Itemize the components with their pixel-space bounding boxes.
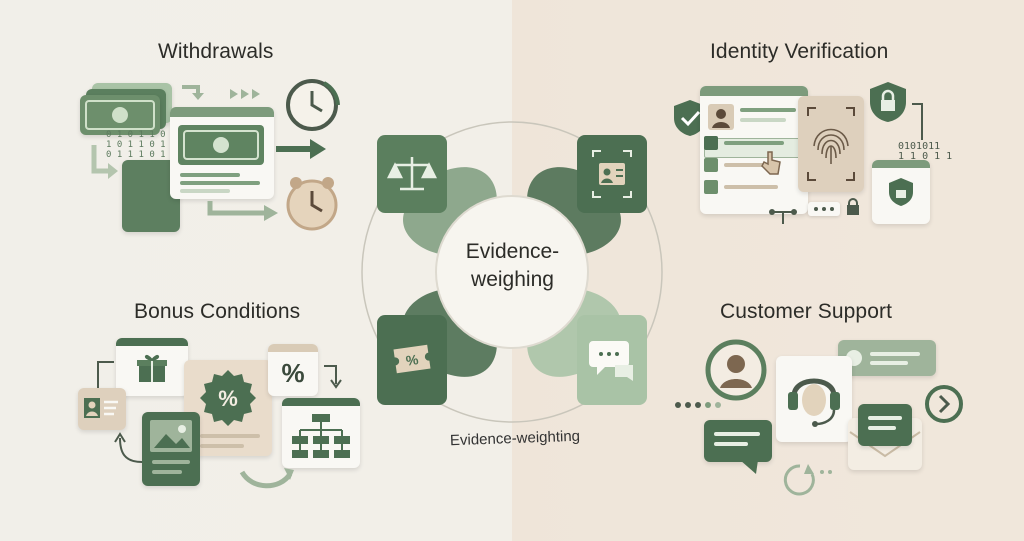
refresh-icon <box>783 464 832 496</box>
evidence-weighing-diagram: % <box>361 121 663 423</box>
percent-document: % <box>268 344 318 396</box>
typing-dots-icon <box>675 402 721 408</box>
alarm-clock-icon <box>286 177 338 231</box>
scales-icon <box>386 157 438 191</box>
banknote-icon <box>183 130 259 160</box>
percent-text: % <box>281 358 305 388</box>
evidence-weighing-label: Evidence- weighing <box>465 240 560 291</box>
user-id-card <box>78 388 126 430</box>
user-badge-icon <box>84 398 118 418</box>
support-agent-card <box>776 356 852 442</box>
bonus-conditions-illustration: % % <box>78 338 368 498</box>
arrow-down-left-icon <box>91 145 118 179</box>
pointer-hand-icon <box>761 151 781 175</box>
shield-lock-icon <box>870 82 906 122</box>
svg-text:%: % <box>405 351 420 369</box>
fingerprint-icon <box>807 107 855 181</box>
fingerprint-card <box>798 96 864 192</box>
identity-verification-title: Identity Verification <box>710 40 889 63</box>
fast-forward-icon <box>230 89 260 99</box>
arrow-corner-icon <box>97 361 114 394</box>
image-card <box>142 412 200 486</box>
withdrawals-illustration: 0 1 0 1 1 0 1 1 0 1 1 0 1 1 0 1 1 1 0 1 … <box>80 75 350 235</box>
arrow-down-icon <box>182 85 204 100</box>
checkbox-checked-icon <box>704 158 718 172</box>
bonus-conditions-title: Bonus Conditions <box>134 300 301 323</box>
payment-window <box>170 107 274 199</box>
padlock-icon <box>847 198 859 215</box>
checkbox-checked-icon <box>704 180 718 194</box>
curved-arrow-icon <box>114 432 143 463</box>
bill-front <box>80 95 160 135</box>
connector-line-icon <box>912 103 923 140</box>
chevron-right-circle-icon[interactable] <box>924 384 964 424</box>
arrow-right-light-icon <box>207 201 278 221</box>
center-circle <box>435 195 589 349</box>
gift-icon <box>137 354 167 382</box>
network-node-icon <box>769 209 797 224</box>
clock-icon <box>286 79 340 131</box>
svg-text:%: % <box>218 386 238 411</box>
flowchart-window <box>282 398 360 468</box>
gift-window <box>116 338 188 396</box>
withdrawals-title: Withdrawals <box>158 40 274 63</box>
locked-window <box>872 160 930 224</box>
customer-support-title: Customer Support <box>720 300 893 323</box>
id-document-window <box>700 86 808 214</box>
ticket-percent-icon: % <box>393 344 431 374</box>
identity-verification-illustration: 0101011 1 1 0 1 1 <box>672 78 962 238</box>
password-dots <box>808 202 840 216</box>
letter-card <box>858 404 912 446</box>
user-profile-icon <box>705 339 767 401</box>
bubble-tail <box>740 460 758 474</box>
arrow-right-icon <box>276 139 326 159</box>
curved-arrow-icon <box>239 468 294 489</box>
user-avatar-icon <box>712 109 730 128</box>
chat-bubble-icon <box>589 341 633 381</box>
chat-message-bubble <box>838 340 936 376</box>
arrow-down-right-icon <box>324 365 342 389</box>
shield-check-icon <box>674 100 706 136</box>
outer-ring <box>361 121 663 423</box>
discount-card: % <box>184 360 272 456</box>
id-card-icon <box>592 150 632 198</box>
checkbox-checked-icon <box>704 136 718 150</box>
banknote-icon <box>85 100 155 130</box>
chat-reply-bubble <box>704 420 772 462</box>
flowchart-icon <box>292 414 350 458</box>
percent-badge-icon: % <box>200 370 256 426</box>
customer-support-illustration <box>674 334 964 502</box>
binary-text: 0101011 1 1 0 1 1 <box>898 141 953 162</box>
headset-icon <box>788 378 840 427</box>
shield-lock-icon <box>889 178 913 206</box>
image-icon <box>150 420 192 452</box>
